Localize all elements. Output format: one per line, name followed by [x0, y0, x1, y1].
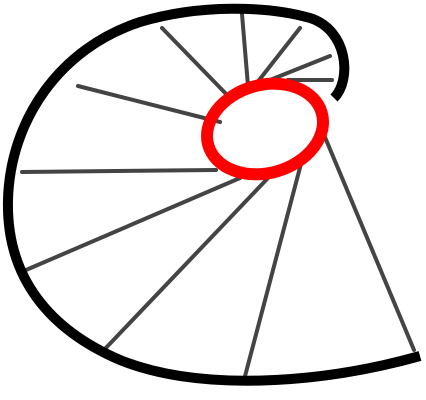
- spoke-1: [240, 12, 250, 88]
- center-ring: [201, 77, 329, 181]
- spoke-7: [20, 168, 218, 174]
- spoke-9: [100, 176, 270, 354]
- spoke-8: [24, 176, 242, 272]
- spoke-11: [320, 128, 416, 352]
- spoke-2: [160, 26, 234, 102]
- spoke-3: [254, 26, 302, 86]
- spoke-4: [268, 54, 332, 82]
- spoke-10: [242, 158, 304, 382]
- spoke-6: [76, 84, 222, 124]
- outer-spiral: [2, 3, 422, 386]
- spokes: [20, 12, 416, 382]
